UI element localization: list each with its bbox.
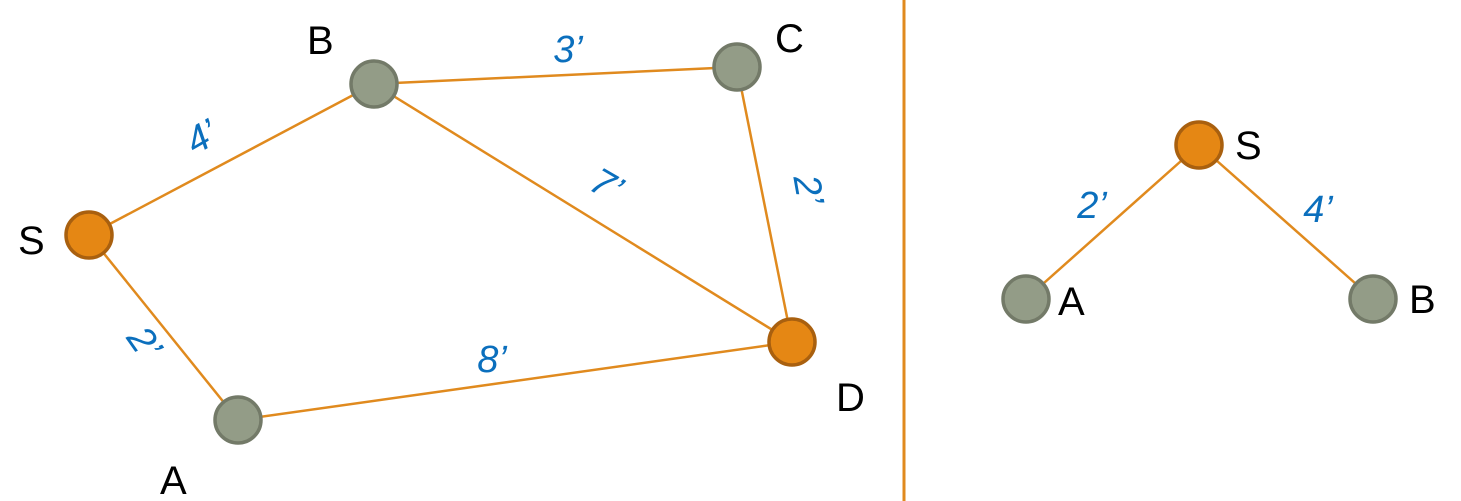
- left-edge-s-b: [88, 82, 375, 237]
- right-node-b: [1348, 274, 1398, 324]
- left-node-label-b: B: [307, 19, 334, 63]
- left-edge-a-d: [237, 340, 793, 422]
- left-edge-weight-b-d: 7’: [583, 160, 630, 211]
- right-graph-nodes: S A B: [1001, 120, 1436, 324]
- left-edge-c-d: [735, 66, 794, 343]
- left-node-label-s: S: [18, 219, 45, 263]
- left-edge-b-c: [373, 65, 738, 86]
- left-node-label-c: C: [775, 17, 804, 61]
- right-edge-s-b: [1198, 144, 1374, 300]
- left-node-label-d: D: [836, 376, 865, 420]
- left-node-c: [712, 42, 762, 92]
- left-edge-weight-a-d: 8’: [477, 339, 507, 381]
- right-edge-s-a: [1025, 144, 1200, 300]
- left-edge-b-d: [373, 82, 793, 344]
- left-node-b: [349, 59, 399, 109]
- left-edge-weight-c-d: 2’: [784, 171, 831, 209]
- right-node-label-s: S: [1235, 124, 1262, 168]
- right-node-label-b: B: [1409, 278, 1436, 322]
- left-edge-weight-b-c: 3’: [553, 29, 583, 71]
- left-node-d: [767, 317, 817, 367]
- right-node-label-a: A: [1058, 280, 1085, 324]
- right-edge-weight-s-a: 2’: [1076, 185, 1107, 227]
- right-node-a: [1001, 274, 1051, 324]
- left-graph-edges: 4’3’7’2’2’8’: [88, 29, 831, 422]
- left-edge-weight-s-b: 4’: [179, 112, 226, 163]
- left-edge-s-a: [88, 234, 239, 421]
- left-node-a: [213, 395, 263, 445]
- left-graph-nodes: S B C D A: [18, 17, 865, 501]
- left-node-s: [64, 210, 114, 260]
- right-graph-edges: 2’ 4’: [1025, 144, 1374, 300]
- right-edge-weight-s-b: 4’: [1303, 189, 1333, 231]
- left-node-label-a: A: [160, 459, 187, 501]
- right-node-s: [1174, 120, 1224, 170]
